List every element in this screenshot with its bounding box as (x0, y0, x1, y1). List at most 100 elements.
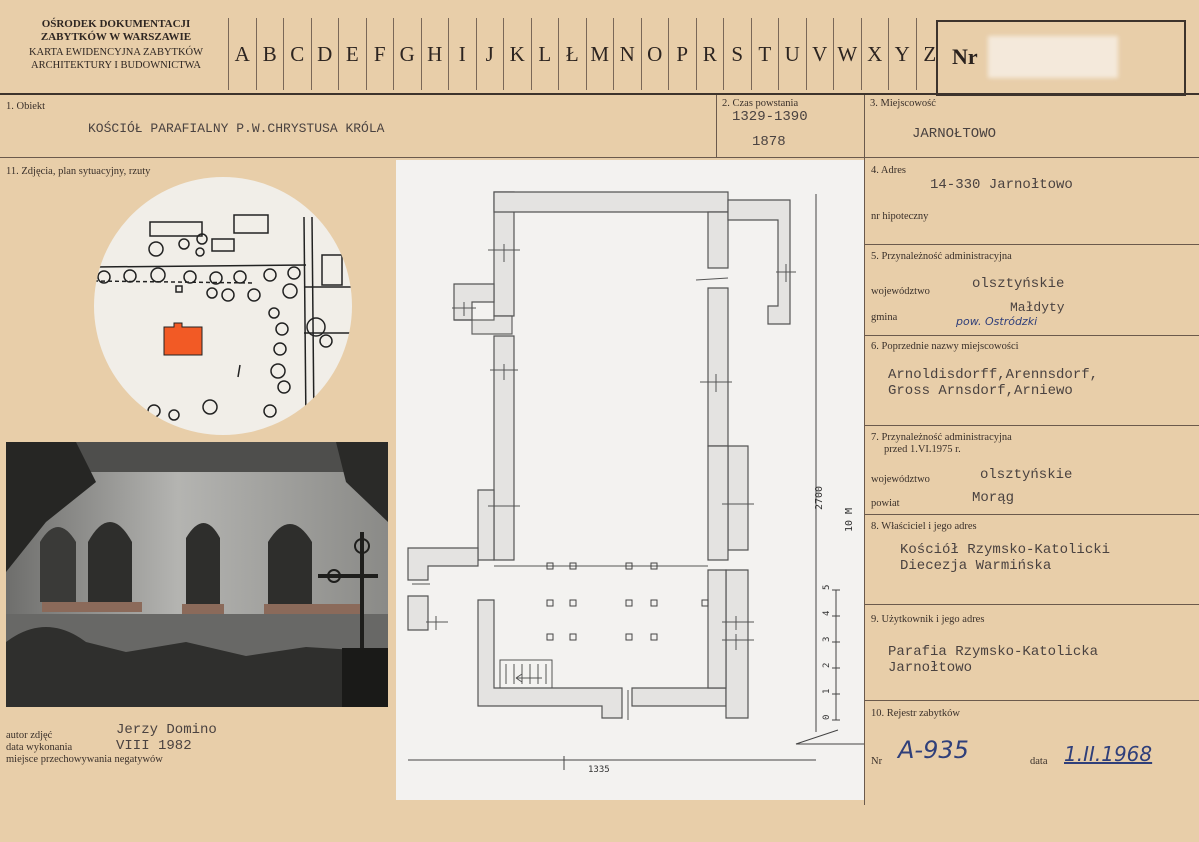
register-date-label: data (1030, 756, 1048, 767)
prev-voivodeship-value: olsztyńskie (980, 467, 1073, 483)
field-9-label: 9. Użytkownik i jego adres (871, 614, 985, 625)
prev-voivodeship-label: województwo (871, 474, 930, 485)
voivodeship-value: olsztyńskie (972, 276, 1065, 292)
place-name: JARNOŁTOWO (912, 126, 997, 142)
alphabet-letter: E (338, 18, 366, 90)
scale-tick-label: 3 (822, 637, 832, 642)
card-number-label: Nr (952, 44, 978, 69)
field-3-label: 3. Miejscowość (870, 98, 936, 109)
county-value: Morąg (972, 490, 1015, 506)
col-divider-2 (864, 95, 865, 805)
scale-tick-label: 4 (822, 611, 832, 616)
author-label: autor zdjęć (6, 730, 53, 741)
owner-line-2: Diecezja Warmińska (900, 558, 1052, 574)
redacted-number (988, 36, 1118, 78)
alphabet-letter: Y (888, 18, 916, 90)
photo-image (6, 442, 388, 707)
divider-7 (864, 514, 1199, 515)
alphabet-letter: P (668, 18, 696, 90)
date-rebuilt: 1878 (752, 134, 786, 150)
user-line-1: Parafia Rzymsko-Katolicka (888, 644, 1099, 660)
scale-tick-label: 1 (822, 689, 832, 694)
field-7-label: 7. Przynależność administracyjna (871, 432, 1012, 443)
register-date: 1.II.1968 (1064, 742, 1153, 766)
scale-tick-label: 5 (822, 585, 832, 590)
user-line-2: Jarnołtowo (888, 660, 973, 676)
author-value: Jerzy Domino (116, 722, 217, 738)
alphabet-letter: A (228, 18, 256, 90)
photo-date-value: VIII 1982 (116, 738, 192, 754)
voivodeship-label: województwo (871, 286, 930, 297)
plan-horizontal-dimension: 1335 (588, 765, 610, 775)
card-type-line-2: ARCHITEKTURY I BUDOWNICTWA (31, 60, 201, 71)
alphabet-letter: H (420, 18, 449, 90)
site-plan-drawing (94, 214, 352, 428)
plan-scale-label: 10 M (844, 508, 855, 532)
divider-8 (864, 604, 1199, 605)
photo-date-label: data wykonania (6, 742, 73, 753)
field-11-label: 11. Zdjęcia, plan sytuacyjny, rzuty (6, 166, 151, 177)
register-nr-label: Nr (871, 756, 883, 767)
institution-header: OŚRODEK DOKUMENTACJI ZABYTKÓW W WARSZAWI… (6, 18, 226, 72)
commune-value: Małdyty (1010, 300, 1065, 315)
divider-9 (864, 700, 1199, 701)
divider-6 (864, 425, 1199, 426)
negatives-storage-label: miejsce przechowywania negatywów (6, 754, 163, 765)
alphabet-letter: J (475, 18, 504, 90)
plan-vertical-dimension: 2700 (814, 486, 825, 510)
commune-handwritten: pow. Ostródzki (956, 315, 1038, 328)
alphabet-letter: Z (915, 18, 944, 90)
commune-label: gmina (871, 312, 898, 323)
alphabet-letter: N (613, 18, 641, 90)
site-plan-map (94, 177, 352, 435)
field-6-label: 6. Poprzednie nazwy miejscowości (871, 341, 1019, 352)
field-5-label: 5. Przynależność administracyjna (871, 251, 1012, 262)
alphabet-letter: Ł (558, 18, 586, 90)
alphabet-letter: X (860, 18, 889, 90)
alphabet-letter: I (448, 18, 476, 90)
col-divider-1 (716, 95, 717, 157)
scale-tick-label: 0 (822, 715, 832, 720)
field-8-label: 8. Właściciel i jego adres (871, 521, 977, 532)
object-name: KOŚCIÓŁ PARAFIALNY P.W.CHRYSTUSA KRÓLA (88, 121, 385, 136)
alphabet-letter: T (750, 18, 779, 90)
owner-line-1: Kościół Rzymsko-Katolicki (900, 542, 1111, 558)
alphabet-letter: L (530, 18, 559, 90)
field-10-label: 10. Rejestr zabytków (871, 708, 960, 719)
alphabet-letter: M (585, 18, 614, 90)
county-label: powiat (871, 498, 900, 509)
field-4-label: 4. Adres (871, 165, 906, 176)
alphabet-letter: B (255, 18, 284, 90)
institution-line-2: ZABYTKÓW W WARSZAWIE (40, 31, 192, 43)
card-number-box: Nr (936, 20, 1186, 96)
alphabet-letter: D (310, 18, 339, 90)
mortgage-label: nr hipoteczny (871, 211, 929, 222)
alphabet-letter: F (365, 18, 394, 90)
register-number: A-935 (898, 736, 969, 764)
institution-line-1: OŚRODEK DOKUMENTACJI (41, 18, 191, 30)
field-1-label: 1. Obiekt (6, 101, 46, 112)
date-range: 1329-1390 (732, 109, 808, 125)
church-photograph (6, 442, 388, 707)
former-names-line-1: Arnoldisdorff,Arennsdorf, (888, 367, 1099, 383)
alphabet-letter: C (283, 18, 311, 90)
field-2-label: 2. Czas powstania (722, 98, 799, 109)
header-divider (0, 93, 1199, 95)
alphabet-letter: R (695, 18, 724, 90)
divider-5 (864, 335, 1199, 336)
address-value: 14-330 Jarnołtowo (930, 177, 1073, 193)
alphabet-letter: W (833, 18, 861, 90)
alphabet-letter: V (805, 18, 834, 90)
card-type-line-1: KARTA EWIDENCYJNA ZABYTKÓW (28, 47, 204, 58)
former-names-line-2: Gross Arnsdorf,Arniewo (888, 383, 1073, 399)
row1-divider (0, 157, 1199, 158)
alphabet-letter: K (503, 18, 531, 90)
alphabet-letter: U (778, 18, 806, 90)
alphabet-letter: S (723, 18, 751, 90)
alphabet-letter: G (393, 18, 421, 90)
field-7-sublabel: przed 1.VI.1975 r. (884, 444, 961, 455)
